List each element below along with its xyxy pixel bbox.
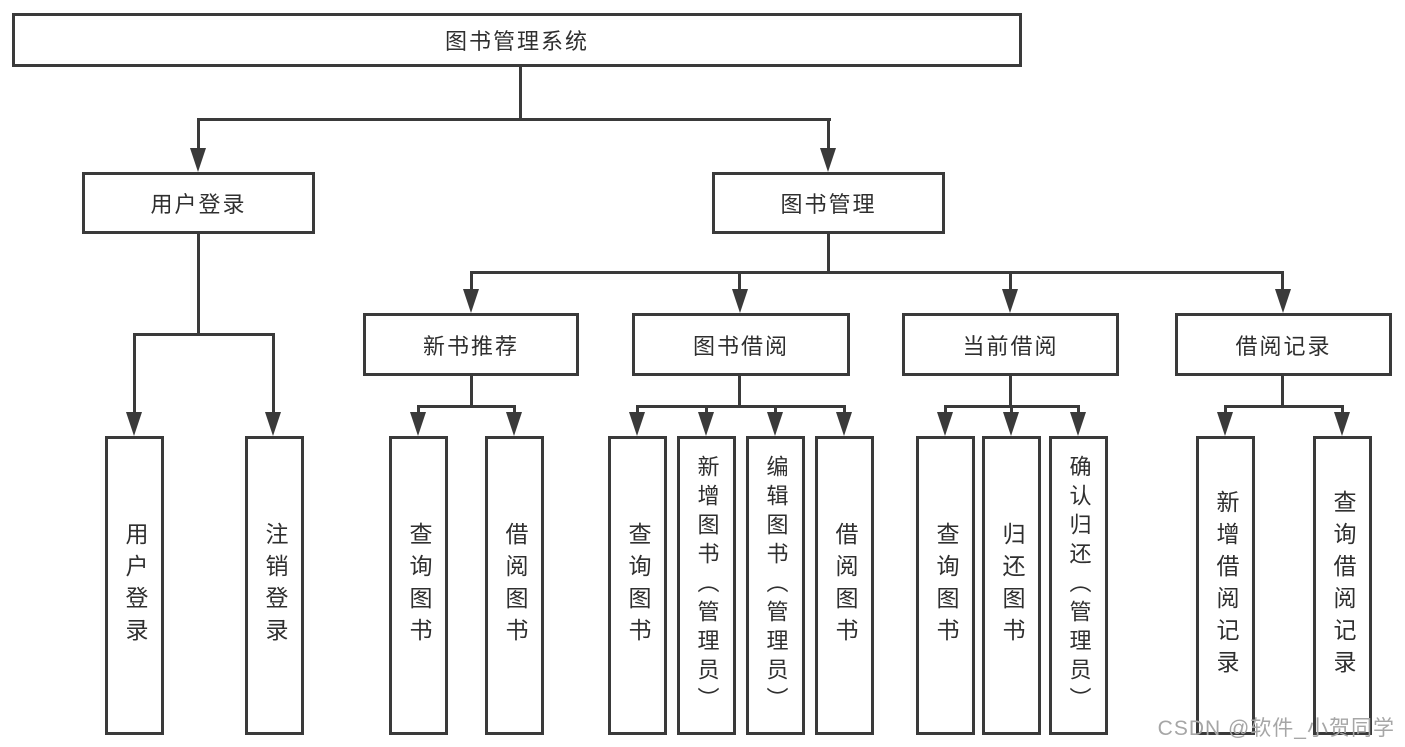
arrow-down-icon [767,412,783,436]
arrow-down-icon [629,412,645,436]
connector-line [133,333,275,336]
connector-line [133,333,136,416]
node-new-book-recommend-label: 新书推荐 [422,333,519,359]
connector-line [636,405,639,416]
leaf-query-borrow-record: 查询借阅记录 [1313,436,1372,735]
leaf-query-books-recommend: 查询图书 [389,436,448,735]
connector-line [738,271,741,292]
leaf-add-books-admin: 新增图书（管理员） [677,436,736,735]
connector-line [197,233,200,335]
arrow-down-icon [1070,412,1086,436]
connector-line [738,376,741,408]
leaf-add-borrow-record: 新增借阅记录 [1196,436,1255,735]
connector-line [1224,405,1227,416]
node-user-login-label: 用户登录 [150,192,247,217]
leaf-query-books-current: 查询图书 [916,436,975,735]
connector-line [827,234,830,273]
node-current-borrow: 当前借阅 [902,313,1119,376]
arrow-down-icon [732,289,748,313]
leaf-query-books-borrow-label: 查询图书 [625,521,651,650]
connector-line [774,405,777,416]
arrow-down-icon [265,412,281,436]
leaf-borrow-books-recommend-label: 借阅图书 [502,521,528,650]
connector-line [470,271,473,292]
arrow-down-icon [1334,412,1350,436]
leaf-add-books-admin-label: 新增图书（管理员） [694,455,720,716]
connector-line [1010,405,1013,416]
connector-line [197,118,200,152]
connector-line [519,67,522,120]
arrow-down-icon [836,412,852,436]
node-book-borrow: 图书借阅 [632,313,850,376]
node-book-borrow-label: 图书借阅 [692,333,789,359]
leaf-logout-label: 注销登录 [262,521,288,650]
connector-line [636,405,846,408]
arrow-down-icon [820,148,836,172]
connector-line [1009,376,1012,408]
leaf-user-login: 用户登录 [105,436,164,735]
connector-line [1224,405,1344,408]
connector-line [827,118,830,152]
arrow-down-icon [463,289,479,313]
arrow-down-icon [410,412,426,436]
connector-line [513,405,516,416]
connector-line [197,118,831,121]
node-current-borrow-label: 当前借阅 [962,333,1059,359]
node-borrow-record-label: 借阅记录 [1235,333,1332,359]
leaf-query-books-current-label: 查询图书 [933,521,959,650]
connector-line [417,405,420,416]
leaf-confirm-return-admin-label: 确认归还（管理员） [1066,455,1092,716]
connector-line [1009,271,1012,292]
leaf-logout: 注销登录 [245,436,304,735]
connector-line [1077,405,1080,416]
arrow-down-icon [126,412,142,436]
arrow-down-icon [1217,412,1233,436]
arrow-down-icon [190,148,206,172]
node-new-book-recommend: 新书推荐 [363,313,579,376]
leaf-borrow-books-borrow: 借阅图书 [815,436,874,735]
node-book-management: 图书管理 [712,172,945,234]
node-root-label: 图书管理系统 [444,29,589,54]
csdn-watermark: CSDN @软件_小贺同学 [1157,717,1395,740]
leaf-user-login-label: 用户登录 [122,521,148,650]
connector-line [1281,376,1284,408]
leaf-query-books-borrow: 查询图书 [608,436,667,735]
leaf-edit-books-admin-label: 编辑图书（管理员） [763,455,789,716]
leaf-confirm-return-admin: 确认归还（管理员） [1049,436,1108,735]
arrow-down-icon [937,412,953,436]
connector-line [1281,271,1284,292]
connector-line [470,376,473,408]
node-root: 图书管理系统 [12,13,1022,67]
connector-line [470,271,1284,274]
leaf-add-borrow-record-label: 新增借阅记录 [1213,489,1239,682]
arrow-down-icon [506,412,522,436]
leaf-return-books-label: 归还图书 [999,521,1025,650]
leaf-query-books-recommend-label: 查询图书 [406,521,432,650]
node-book-management-label: 图书管理 [780,192,877,217]
leaf-edit-books-admin: 编辑图书（管理员） [746,436,805,735]
connector-line [417,405,516,408]
connector-line [705,405,708,416]
node-user-login: 用户登录 [82,172,315,234]
arrow-down-icon [1002,289,1018,313]
connector-line [944,405,947,416]
arrow-down-icon [1003,412,1019,436]
arrow-down-icon [698,412,714,436]
connector-line [272,333,275,416]
leaf-return-books: 归还图书 [982,436,1041,735]
leaf-borrow-books-borrow-label: 借阅图书 [832,521,858,650]
leaf-query-borrow-record-label: 查询借阅记录 [1330,489,1356,682]
connector-line [843,405,846,416]
leaf-borrow-books-recommend: 借阅图书 [485,436,544,735]
connector-line [1341,405,1344,416]
arrow-down-icon [1275,289,1291,313]
node-borrow-record: 借阅记录 [1175,313,1392,376]
